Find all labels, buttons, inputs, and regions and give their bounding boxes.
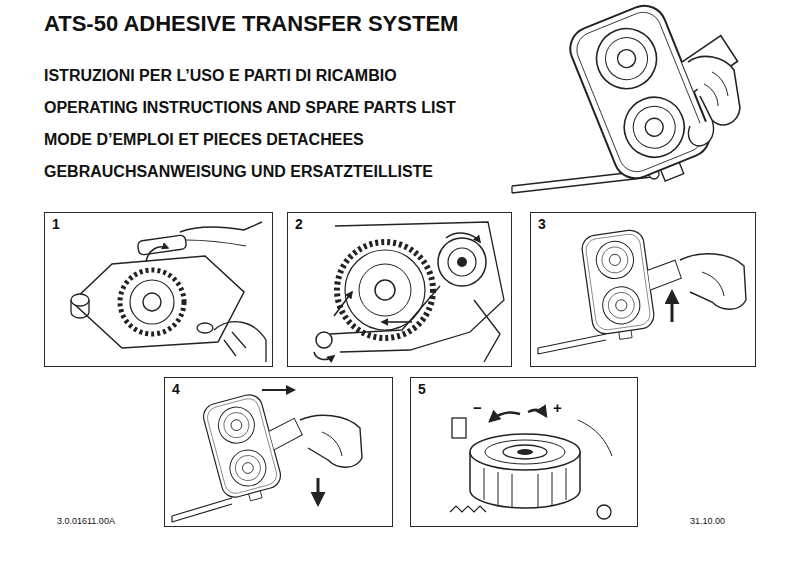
instruction-panel: 5 [410, 377, 638, 527]
subtitle: MODE D’EMPLOI ET PIECES DETACHEES [44, 131, 364, 149]
step-number: 4 [165, 378, 187, 400]
spool-illustration [484, 468, 566, 507]
instruction-panel: 4 [164, 377, 393, 527]
gear-belt-illustration [314, 222, 504, 362]
spool-illustration [490, 412, 520, 421]
gear-belt-illustration [316, 332, 332, 348]
base-plate-illustration [143, 293, 161, 311]
base-plate-illustration [71, 222, 266, 362]
dispenser-illustration [172, 498, 232, 522]
base-plate-illustration [197, 323, 213, 333]
gear-belt-illustration [448, 248, 476, 276]
gear-belt-illustration [375, 280, 395, 300]
gear-belt-illustration [330, 286, 440, 334]
subtitle: ISTRUZIONI PER L’USO E PARTI DI RICAMBIO [44, 67, 397, 85]
dispenser-illustration [322, 432, 342, 456]
spool-illustration [450, 410, 612, 519]
subtitle: OPERATING INSTRUCTIONS AND SPARE PARTS L… [44, 99, 456, 117]
dispenser-illustration [538, 224, 746, 354]
spool-illustration [450, 506, 486, 512]
dispenser-illustration [538, 334, 606, 354]
base-plate-illustration [71, 300, 89, 318]
step-number: 1 [45, 213, 67, 235]
gear-belt-illustration [337, 242, 433, 338]
instruction-panel: 1 [44, 212, 273, 367]
instruction-panel: 3 [530, 212, 756, 367]
dispenser-illustration [564, 0, 769, 196]
base-plate-illustration [186, 240, 246, 246]
gear-belt-illustration [474, 300, 500, 362]
spool-illustration [470, 434, 580, 470]
spool-illustration [485, 440, 565, 464]
spool-illustration [517, 449, 533, 455]
base-plate-illustration [137, 235, 186, 256]
dispenser-illustration [688, 56, 740, 124]
base-plate-illustration [130, 280, 174, 324]
spool-illustration [503, 445, 547, 459]
dispenser-illustration [688, 120, 713, 146]
spool-illustration [528, 410, 546, 416]
dispenser-illustration [172, 384, 362, 522]
dispenser-illustration [300, 415, 362, 467]
gear-belt-illustration [382, 321, 412, 323]
gear-belt-illustration [334, 292, 352, 316]
base-plate-illustration [146, 247, 168, 262]
step-number: 5 [411, 378, 433, 400]
spool-illustration [597, 505, 611, 519]
dispenser-illustration [317, 478, 320, 504]
dispenser-illustration [680, 254, 746, 310]
gear-belt-illustration [314, 352, 334, 359]
step-number: 2 [288, 213, 310, 235]
dispenser-illustration [580, 224, 688, 343]
base-plate-illustration [120, 270, 184, 334]
dispenser-illustration [704, 72, 728, 106]
base-plate-illustration [72, 256, 244, 348]
title: ATS-50 ADHESIVE TRANSFER SYSTEM [44, 11, 458, 36]
dispenser-illustration [512, 0, 769, 196]
base-plate-illustration [71, 294, 89, 306]
gear-belt-illustration [446, 233, 480, 242]
subtitle: GEBRAUCHSANWEISUNG UND ERSATZTEILLISTE [44, 163, 433, 181]
gear-belt-illustration [457, 257, 467, 267]
gear-belt-illustration [438, 238, 486, 286]
gear-belt-illustration [359, 264, 411, 316]
dispenser-illustration [671, 292, 674, 322]
step-number: 3 [531, 213, 553, 235]
instruction-panel: 2 [287, 212, 512, 367]
document-code: 3.0.01611.00A [57, 516, 115, 526]
spool-illustration [452, 418, 466, 438]
base-plate-illustration [214, 322, 266, 362]
direction-sign: − [473, 399, 482, 416]
spool-illustration [578, 420, 612, 456]
dispenser-illustration [702, 272, 724, 296]
document-date: 31.10.00 [690, 516, 725, 526]
base-plate-illustration [180, 222, 262, 232]
dispenser-illustration [201, 384, 316, 507]
direction-sign: + [553, 399, 562, 416]
dispenser-illustration [262, 389, 294, 391]
